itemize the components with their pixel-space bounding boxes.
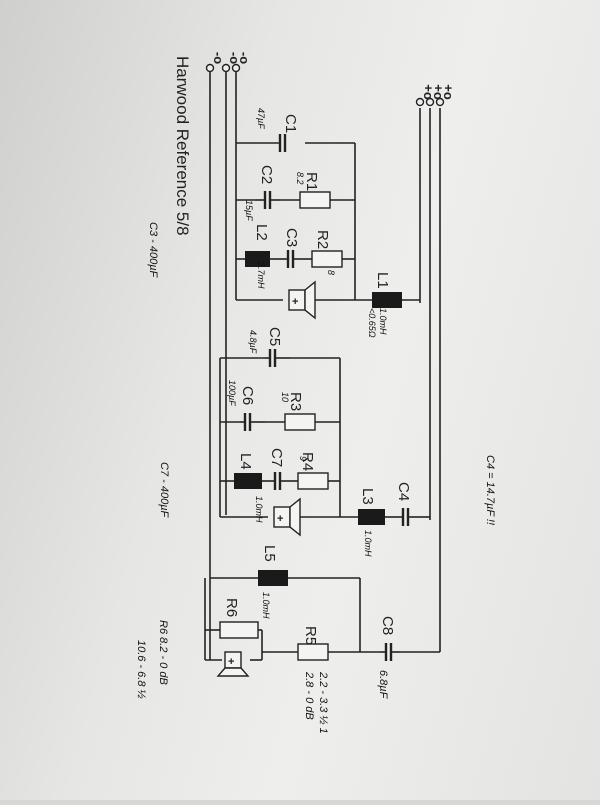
page-title: Harwood Reference 5/8	[173, 56, 192, 236]
hand-c3-note: C3 - 400µF	[147, 222, 159, 279]
label-c6: C6	[239, 386, 256, 405]
hand-r3: 10	[280, 392, 290, 402]
hand-c5: 4.8µF	[248, 330, 258, 354]
tweeter-speaker	[288, 280, 316, 320]
capacitor-c3	[286, 250, 295, 268]
inductor-l5	[258, 570, 288, 586]
midrange-plus: +	[277, 513, 283, 525]
hand-r1: 8.2	[295, 172, 305, 185]
hand-c2: 15µF	[244, 200, 254, 221]
resistors	[219, 191, 343, 661]
label-c3: C3	[283, 228, 300, 247]
inductors	[234, 251, 402, 586]
terminal-right-2: +o	[431, 84, 446, 100]
inductor-l1	[372, 292, 402, 308]
terminals	[205, 63, 445, 107]
handwritten-values: 47µF 8.2 8 15µF 2.7mH 1.0mH <0.65Ω 4.8µF…	[227, 108, 388, 619]
hand-r2: 8	[326, 270, 336, 275]
label-l5: L5	[261, 545, 278, 562]
terminal-left-1: -o	[211, 52, 226, 64]
resistor-r2	[311, 250, 343, 268]
hand-r5b: 2.8 - 0 dB	[303, 671, 315, 720]
wires	[204, 72, 441, 661]
resistor-r6	[219, 621, 259, 639]
label-c2: C2	[258, 165, 275, 184]
capacitor-c8	[384, 643, 393, 661]
capacitor-c2	[263, 191, 272, 209]
hand-r5: 2.2 - 3.3 ½ 1	[317, 671, 329, 734]
label-r5: R5	[302, 626, 319, 645]
label-r2: R2	[314, 230, 331, 249]
label-r3: R3	[287, 392, 304, 411]
label-l1: L1	[374, 272, 391, 289]
hand-l3: 1.0mH	[363, 530, 373, 557]
hand-l4: 1.0mH	[254, 496, 264, 523]
component-labels: C1 R1 C2 R2 C3 L2 L1 C5 R3 C6 R4 C7 L4 C…	[223, 114, 412, 645]
capacitor-c4	[401, 508, 410, 526]
hand-r6-note: R6 8.2 - 0 dB	[157, 620, 169, 685]
midrange-speaker	[273, 497, 301, 537]
label-l2: L2	[253, 224, 270, 241]
capacitor-c5	[268, 349, 277, 367]
capacitor-c1	[278, 134, 287, 152]
speakers	[216, 280, 316, 677]
label-c8: C8	[379, 616, 396, 635]
resistor-r1	[299, 191, 331, 209]
hand-c4-note: C4 = 14.7µF !!	[484, 455, 496, 525]
label-r1: R1	[303, 172, 320, 191]
hand-c7-note: C7 - 400µF	[158, 462, 170, 519]
label-c4: C4	[395, 482, 412, 501]
hand-c8: 6.8µF	[377, 670, 389, 700]
woofer-speaker	[216, 651, 250, 677]
hand-l2: 2.7mH	[256, 261, 266, 289]
terminal-labels: +o +o +o -o -o -o	[211, 52, 456, 100]
label-c1: C1	[282, 114, 299, 133]
hand-l1: 1.0mH	[378, 308, 388, 335]
inductor-l2	[245, 251, 270, 267]
label-l4: L4	[237, 453, 254, 470]
terminal-left-2: -o	[227, 52, 242, 64]
handwritten-notes: 6.8µF 2.2 - 3.3 ½ 1 2.8 - 0 dB C4 = 14.7…	[135, 222, 496, 734]
hand-c1: 47µF	[256, 108, 266, 129]
inductor-l4	[234, 473, 262, 489]
speaker-polarity: + + +	[228, 296, 298, 668]
capacitor-c7	[273, 472, 282, 490]
hand-l1b: <0.65Ω	[367, 308, 377, 338]
terminal-right-3: +o	[441, 84, 456, 100]
hand-r6-note2: 10.6 - 6.8 ½	[135, 640, 147, 699]
resistor-r5	[297, 643, 329, 661]
label-l3: L3	[359, 488, 376, 505]
terminal-left-3: -o	[237, 52, 252, 64]
label-r4: R4	[299, 452, 316, 471]
capacitor-leads	[240, 199, 418, 653]
terminal-right-1: +o	[421, 84, 436, 100]
label-r6: R6	[223, 598, 240, 617]
label-c5: C5	[266, 327, 283, 346]
label-c7: C7	[268, 448, 285, 467]
resistor-r4	[297, 472, 329, 490]
tweeter-plus: +	[292, 296, 298, 308]
hand-l5: 1.0mH	[261, 592, 271, 619]
resistor-r3	[284, 413, 316, 431]
hand-r4: 9	[298, 456, 308, 461]
capacitor-c6	[243, 413, 252, 431]
inductor-l3	[358, 509, 385, 525]
hand-c6: 100µF	[227, 380, 237, 406]
woofer-plus: +	[228, 656, 234, 668]
